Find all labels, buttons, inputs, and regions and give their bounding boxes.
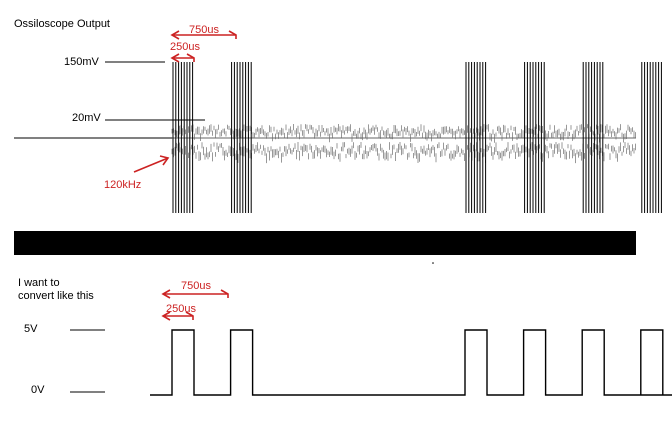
bottom-level-low-label: 0V [31, 384, 45, 396]
carrier-frequency-label: 120kHz [104, 179, 142, 191]
carrier-burst [524, 62, 545, 213]
bottom-period-label: 750us [181, 280, 211, 292]
bottom-level-high-label: 5V [24, 323, 38, 335]
caption-line-1: I want to [18, 277, 60, 289]
panel-divider-bar [14, 231, 636, 255]
carrier-pointer-arrow [133, 157, 169, 173]
oscilloscope-panel [14, 30, 662, 213]
top-level-low-label: 20mV [72, 112, 101, 124]
oscilloscope-title: Ossiloscope Output [14, 18, 110, 30]
desired-waveform-panel [70, 262, 672, 396]
bottom-period-arrow-head-right [220, 289, 229, 298]
stray-dot [432, 262, 434, 264]
carrier-pointer-head [159, 155, 170, 166]
carrier-burst [231, 62, 252, 213]
top-level-high-label: 150mV [64, 56, 99, 68]
top-period-label: 750us [189, 24, 219, 36]
top-pulse-arrow-head-left [170, 53, 180, 63]
top-pulse-arrow-head-right [186, 53, 195, 62]
bottom-pulse-arrow-head-right [185, 311, 194, 320]
caption-line-2: convert like this [18, 290, 94, 302]
bottom-period-arrow-head-left [161, 289, 171, 299]
top-pulse-label: 250us [170, 41, 200, 53]
top-period-arrow-head-right [228, 30, 237, 39]
noise-band [171, 124, 636, 164]
top-period-arrow-head-left [170, 30, 180, 40]
carrier-burst [172, 62, 194, 213]
carrier-burst [641, 62, 662, 213]
carrier-burst [582, 62, 604, 213]
bottom-pulse-label: 250us [166, 303, 196, 315]
bottom-pulse-arrow-head-left [161, 311, 171, 321]
carrier-burst [465, 62, 487, 213]
square-wave-trace [150, 329, 672, 396]
